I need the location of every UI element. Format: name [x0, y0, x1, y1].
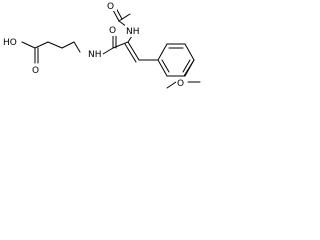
bond-ring-3 — [184, 43, 195, 61]
bond-chain-1 — [47, 41, 63, 49]
bond-ring-6 — [157, 59, 168, 77]
label-bg-amide-oxygen — [108, 24, 119, 36]
label-amide-oxygen: O — [109, 26, 116, 36]
bond-acid-ca — [34, 41, 49, 49]
bond-acid-oh — [21, 41, 36, 49]
label-carboxyl-oxygen: O — [32, 66, 39, 76]
bond-alkene-2 — [124, 43, 137, 63]
label-bg-methoxy — [176, 77, 187, 89]
bond-amide-n — [102, 47, 114, 55]
label-bg-hydroxyl — [1, 36, 20, 48]
bonds — [21, 7, 201, 89]
bond-amide-calpha — [112, 41, 129, 49]
label-bg-acetamido-nh — [125, 25, 141, 37]
label-amide-nh: NH — [88, 50, 102, 60]
structure-diagram: HO O NH O NH O O — [1, 0, 201, 89]
bond-ring-methoxy — [183, 59, 195, 77]
bond-acetyl-methyl — [118, 13, 131, 22]
bond-ring-inner-2 — [182, 59, 191, 73]
label-hydroxyl: HO — [3, 38, 17, 48]
bond-acetyl-co-1 — [112, 9, 120, 22]
bond-chain-3 — [73, 41, 81, 53]
bond-methoxy-o — [166, 81, 177, 89]
bond-ring-inner-3 — [161, 59, 170, 73]
label-acetamido-nh: NH — [126, 27, 140, 37]
label-methoxy: O — [177, 79, 184, 89]
label-bg-acetyl-oxygen — [106, 0, 117, 11]
bond-alkene-1 — [127, 41, 140, 61]
atom-labels: HO O NH O NH O O — [1, 0, 187, 89]
label-acetyl-oxygen: O — [107, 2, 114, 12]
bond-chain-2 — [61, 41, 75, 49]
bond-ring-1 — [157, 43, 168, 61]
label-bg-carboxyl-oxygen — [31, 64, 42, 76]
label-bg-amide-nh — [87, 48, 103, 60]
